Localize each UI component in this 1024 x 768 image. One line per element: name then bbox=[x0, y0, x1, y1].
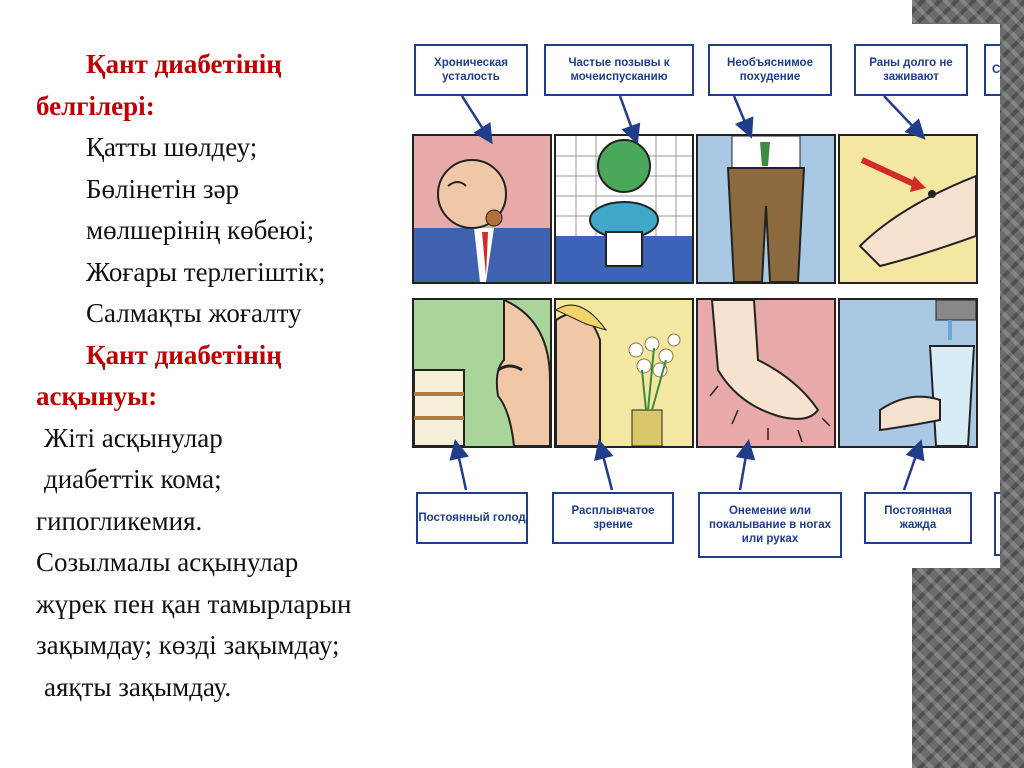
loose-trousers-icon bbox=[726, 136, 806, 282]
label-chronic-fatigue: Хроническая усталость bbox=[414, 44, 528, 96]
toilet-icon bbox=[556, 136, 692, 282]
hungry-man-cake-icon bbox=[414, 300, 550, 446]
panel-wounds bbox=[838, 134, 978, 284]
panel-hunger bbox=[412, 298, 552, 448]
sign-thirst: Қатты шөлдеу; bbox=[86, 132, 258, 162]
label-frequent-urination: Частые позывы к мочеиспусканию bbox=[544, 44, 694, 96]
chronic-heart-vessels: жүрек пен қан тамырларын bbox=[36, 588, 352, 619]
panel-fatigue bbox=[412, 134, 552, 284]
sign-urine-line1: Бөлінетін зәр bbox=[86, 173, 240, 204]
label-numbness-tingling: Онемение или покалывание в ногах или рук… bbox=[698, 492, 842, 558]
glass-water-icon bbox=[879, 300, 976, 446]
panel-thirst bbox=[838, 298, 978, 448]
panel-toilet bbox=[554, 134, 694, 284]
label-cut-off: С bbox=[984, 44, 1000, 96]
heading-signs-line1: Қант диабетінің bbox=[86, 49, 282, 79]
heading-complications-line1: Қант диабетінің bbox=[86, 339, 282, 370]
label-constant-thirst: Постоянная жажда bbox=[864, 492, 972, 544]
pointer-arrows bbox=[449, 95, 926, 491]
acute-complications: Жіті асқынулар bbox=[44, 422, 223, 453]
tingling-foot-icon bbox=[709, 300, 831, 443]
label-unexplained-weight-loss: Необъяснимое похудение bbox=[708, 44, 832, 96]
chronic-foot-damage: аяқты зақымдау. bbox=[44, 671, 232, 702]
sign-urine-line2: мөлшерінің көбеюі; bbox=[86, 215, 315, 245]
label-blurred-vision: Расплывчатое зрение bbox=[552, 492, 674, 544]
acute-coma: диабеттік кома; bbox=[44, 464, 222, 494]
label-slow-healing-wounds: Раны долго не заживают bbox=[854, 44, 968, 96]
tired-man-icon bbox=[414, 159, 550, 282]
heading-signs-line2: белгілері: bbox=[36, 90, 155, 121]
label-constant-hunger: Постоянный голод bbox=[416, 492, 528, 544]
acute-hypoglycemia: гипогликемия. bbox=[36, 505, 203, 536]
arm-wound-icon bbox=[858, 157, 976, 268]
diabetes-symptoms-illustration: Хроническая усталость Частые позывы к мо… bbox=[404, 24, 1000, 568]
label-cut-off-bottom bbox=[994, 492, 1000, 556]
heading-complications-line2: асқынуы: bbox=[36, 381, 158, 411]
chronic-complications: Созылмалы асқынулар bbox=[36, 547, 299, 577]
panel-blurred-vision bbox=[554, 298, 694, 448]
panel-numbness bbox=[696, 298, 836, 448]
panel-weight-loss bbox=[696, 134, 836, 284]
sign-sweating: Жоғары терлегіштік; bbox=[86, 256, 326, 287]
woman-flowers-icon bbox=[556, 304, 681, 446]
chronic-eye-damage: зақымдау; көзді зақымдау; bbox=[36, 630, 340, 660]
sign-weight-loss: Салмақты жоғалту bbox=[86, 298, 302, 328]
slide-text: Қант диабетінің белгілері: Қатты шөлдеу;… bbox=[36, 44, 436, 708]
